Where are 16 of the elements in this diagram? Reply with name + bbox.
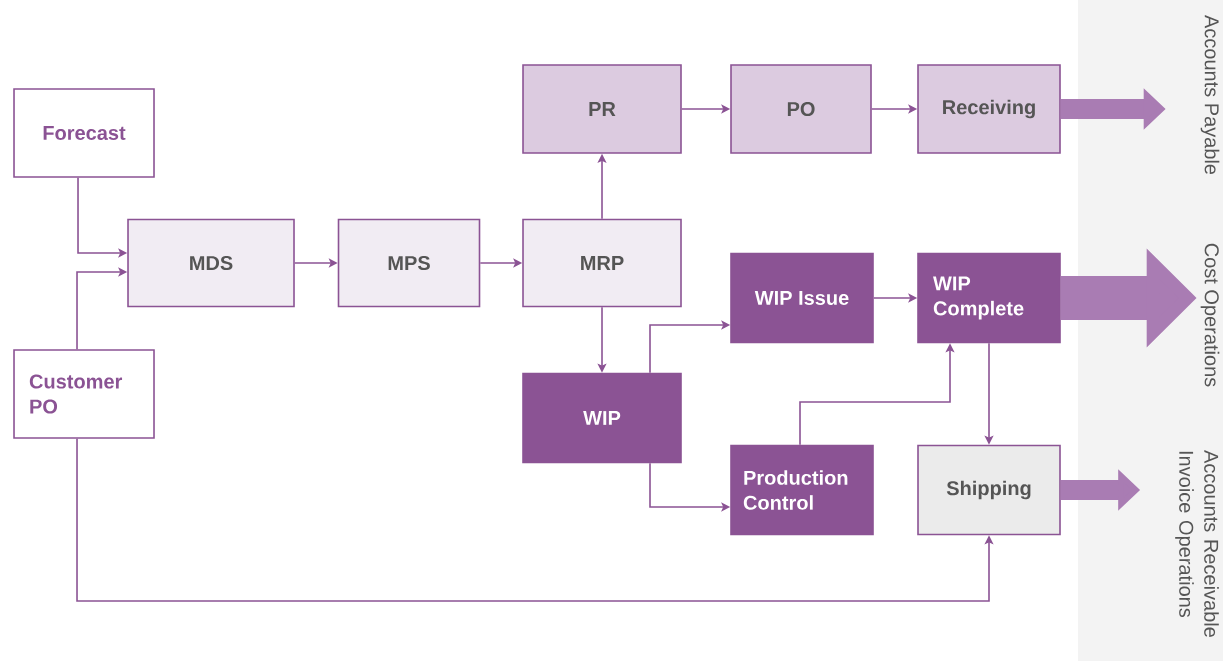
process-box: Forecast [13, 88, 155, 178]
process-box: WIP [522, 372, 682, 464]
process-box: Production Control [730, 444, 874, 536]
process-box: Shipping [917, 444, 1061, 536]
process-box: MPS [337, 218, 481, 308]
process-box: WIP Issue [730, 252, 874, 344]
process-box: MRP [522, 218, 682, 308]
process-box: WIP Complete [917, 252, 1061, 344]
process-box: PR [522, 64, 682, 154]
process-box: Receiving [917, 64, 1061, 154]
side-label: Accounts Receivable Invoice Operations [1175, 450, 1219, 637]
process-box: Customer PO [13, 349, 155, 439]
process-box: PO [730, 64, 872, 154]
process-box: MDS [127, 218, 295, 308]
side-label: Cost Operations [1200, 243, 1220, 387]
side-label: Accounts Payable [1200, 15, 1220, 175]
